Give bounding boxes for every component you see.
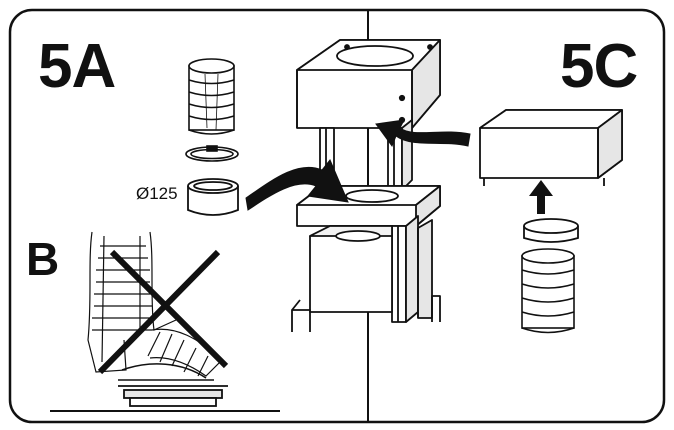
- diagram-frame: [8, 8, 666, 424]
- hose-clamp-5a: [185, 145, 239, 162]
- collar-ring-5c: [523, 218, 579, 243]
- diameter-label: Ø125: [136, 184, 178, 203]
- rectangular-outlet-5c: [479, 109, 623, 186]
- arrow-5a-to-hood: [245, 159, 349, 211]
- cross-mark-icon: [97, 249, 229, 375]
- arrow-5c-to-hood: [375, 119, 471, 148]
- step-b-label: B: [26, 233, 60, 285]
- collar-ring-5a: [187, 178, 239, 216]
- arrow-up-5c: [529, 180, 553, 214]
- outlet-flange-b: [118, 385, 228, 407]
- step-5c-label: 5C: [560, 32, 638, 101]
- bent-duct-wrong: [87, 231, 223, 381]
- corrugated-duct-5a: [188, 58, 235, 135]
- hood-chimney: [291, 39, 441, 332]
- corrugated-duct-5c: [521, 248, 575, 334]
- step-5a-label: 5A: [38, 32, 116, 101]
